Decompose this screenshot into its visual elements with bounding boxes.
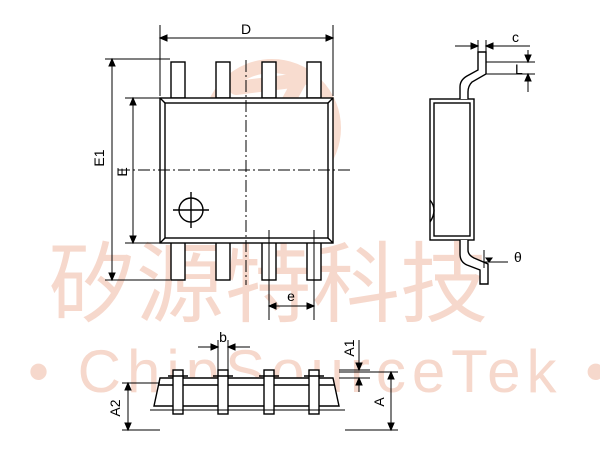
- label-b: b: [219, 329, 227, 345]
- front-leads: [168, 369, 324, 415]
- label-A1: A1: [341, 339, 357, 356]
- dim-L: [486, 50, 535, 92]
- dim-E: [125, 96, 160, 245]
- label-E: E: [114, 167, 130, 176]
- side-body-inner: [433, 102, 471, 237]
- label-E1: E1: [91, 149, 107, 166]
- top-view: D E1 E e: [91, 21, 350, 320]
- side-notch: [429, 199, 435, 223]
- dim-e: [267, 230, 316, 320]
- label-L: L: [515, 61, 523, 77]
- watermark: 矽源特科技 • ChipSourceTek •: [28, 59, 600, 405]
- front-lead-2: [217, 369, 229, 415]
- dim-A: [339, 370, 398, 432]
- pin1-mark: [173, 192, 209, 228]
- dim-A2: [122, 381, 160, 432]
- side-view: c L θ: [429, 29, 535, 285]
- side-body: [429, 98, 475, 241]
- label-A: A: [371, 397, 387, 407]
- side-lead-upper: [459, 51, 487, 99]
- lead-bottom-1: [170, 241, 186, 281]
- label-c: c: [512, 29, 519, 45]
- label-A2: A2: [107, 399, 123, 416]
- front-lead-4: [308, 369, 320, 415]
- dim-c: [455, 40, 530, 52]
- dim-E1: [105, 57, 170, 282]
- dim-D: [158, 25, 335, 96]
- lead-top-3: [261, 61, 277, 99]
- lead-top-1: [170, 61, 186, 99]
- label-e: e: [287, 288, 295, 304]
- lead-top-2: [215, 61, 231, 99]
- front-lead-3: [263, 369, 275, 415]
- dim-theta: [483, 250, 508, 268]
- side-lead-lower: [459, 240, 489, 285]
- label-theta: θ: [514, 249, 522, 265]
- label-D: D: [241, 21, 251, 37]
- dim-b: [198, 340, 250, 370]
- lead-bottom-2: [215, 241, 231, 281]
- front-lead-1: [172, 369, 184, 415]
- front-view: b A2 A1 A: [107, 329, 398, 432]
- lead-top-4: [306, 61, 322, 99]
- dim-A1: [339, 340, 370, 392]
